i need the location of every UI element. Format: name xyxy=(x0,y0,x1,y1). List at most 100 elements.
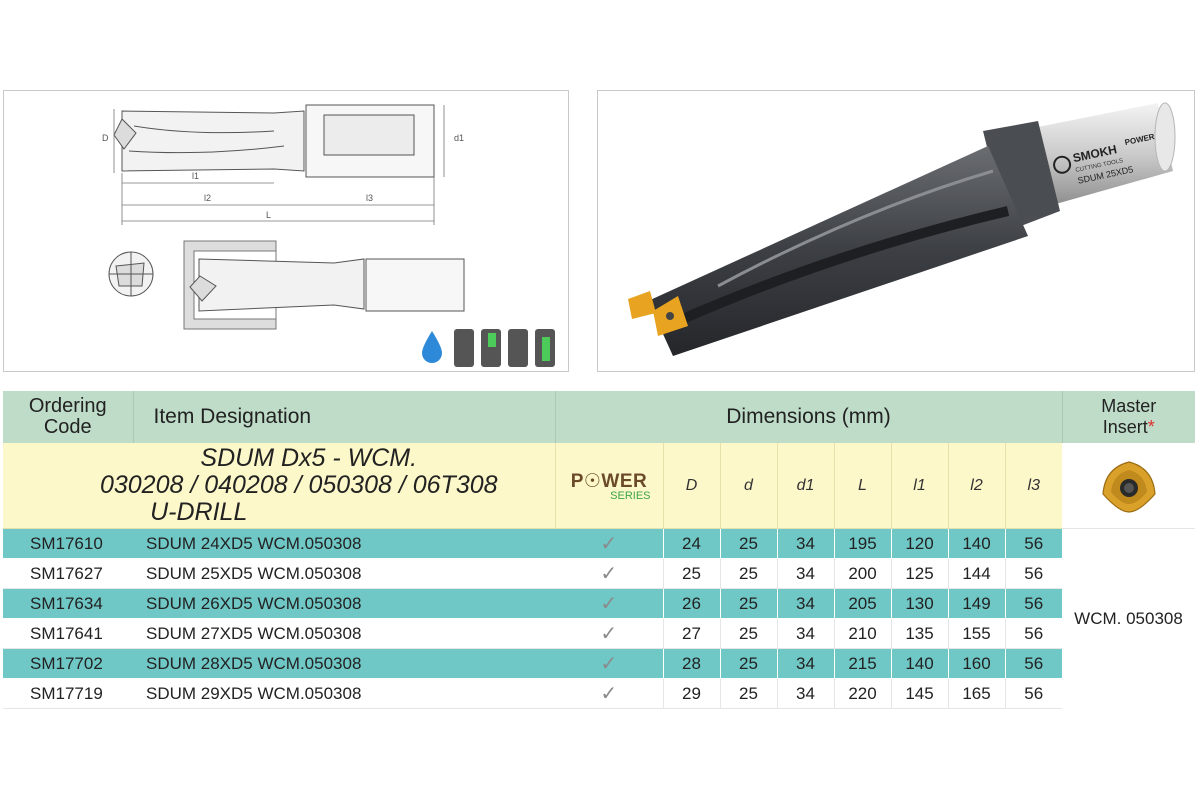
cell-designation: SDUM 25XD5 WCM.050308 xyxy=(133,558,555,589)
cell-L: 210 xyxy=(833,618,891,649)
col-header-d: d xyxy=(719,443,777,529)
cell-L: 195 xyxy=(833,528,891,559)
table-row: SM17627 SDUM 25XD5 WCM.050308 ✓ 25 25 34… xyxy=(3,558,1195,589)
cell-l1: 130 xyxy=(890,588,948,619)
cell-D: 24 xyxy=(662,528,720,559)
cell-D: 27 xyxy=(662,618,720,649)
cell-power-check: ✓ xyxy=(555,588,663,619)
cell-power-check: ✓ xyxy=(555,528,663,559)
product-family-title: SDUM Dx5 - WCM. 030208 / 040208 / 050308… xyxy=(3,443,555,529)
insert-icon xyxy=(1101,460,1156,513)
header-ordering-code-line2: Code xyxy=(43,416,92,438)
col-header-l1: l1 xyxy=(890,443,948,529)
cell-l3: 56 xyxy=(1004,678,1063,709)
header-master-line2: Insert xyxy=(1102,417,1148,437)
cell-l2: 149 xyxy=(947,588,1005,619)
cell-D: 29 xyxy=(662,678,720,709)
cell-l2: 155 xyxy=(947,618,1005,649)
cell-l3: 56 xyxy=(1004,648,1063,679)
header-ordering-code-line1: Ordering xyxy=(28,395,107,417)
cell-l1: 120 xyxy=(890,528,948,559)
title-line-1: SDUM Dx5 - WCM. xyxy=(200,444,418,472)
table-row: SM17634 SDUM 26XD5 WCM.050308 ✓ 26 25 34… xyxy=(3,588,1195,619)
cell-l2: 140 xyxy=(947,528,1005,559)
cell-d: 25 xyxy=(719,678,777,709)
cell-l1: 135 xyxy=(890,618,948,649)
table-row: SM17610 SDUM 24XD5 WCM.050308 ✓ 24 25 34… xyxy=(3,528,1196,709)
cell-d: 25 xyxy=(719,588,777,619)
insert-icon xyxy=(628,291,688,336)
cell-power-check: ✓ xyxy=(555,648,663,679)
shank-type-icon xyxy=(454,329,555,367)
dim-label-l1: l1 xyxy=(192,171,199,181)
cell-power-check: ✓ xyxy=(555,678,663,709)
cell-L: 205 xyxy=(833,588,891,619)
cell-D: 25 xyxy=(662,558,720,589)
cell-l1: 125 xyxy=(890,558,948,589)
specification-table: Ordering Code Item Designation Dimension… xyxy=(3,391,1196,709)
cell-power-check: ✓ xyxy=(555,558,663,589)
cell-d: 25 xyxy=(719,528,777,559)
cell-d: 25 xyxy=(719,648,777,679)
dim-label-D: D xyxy=(102,133,109,143)
cell-l3: 56 xyxy=(1004,528,1063,559)
tool-shank xyxy=(1018,102,1176,209)
cell-d1: 34 xyxy=(776,588,834,619)
check-icon: ✓ xyxy=(600,653,618,675)
product-photo-panel: SMOKH CUTTING TOOLS SDUM 25XD5 POWER xyxy=(597,90,1195,372)
header-item-designation: Item Designation xyxy=(133,391,556,443)
power-logo-sub: SERIES xyxy=(610,489,651,502)
col-header-L: L xyxy=(833,443,891,529)
cell-ordering-code: SM17634 xyxy=(3,588,133,619)
dim-label-L: L xyxy=(266,210,271,220)
cell-ordering-code: SM17610 xyxy=(3,528,133,559)
dim-label-l3: l3 xyxy=(366,193,373,203)
cell-designation: SDUM 29XD5 WCM.050308 xyxy=(133,678,555,709)
technical-drawing-panel: D d1 l1 l2 l3 L xyxy=(3,90,569,372)
cell-l2: 160 xyxy=(947,648,1005,679)
cell-D: 28 xyxy=(662,648,720,679)
table-row: SM17719 SDUM 29XD5 WCM.050308 ✓ 29 25 34… xyxy=(3,678,1195,709)
product-photo: SMOKH CUTTING TOOLS SDUM 25XD5 POWER xyxy=(628,102,1176,356)
cell-power-check: ✓ xyxy=(555,618,663,649)
cell-l1: 145 xyxy=(890,678,948,709)
check-icon: ✓ xyxy=(600,623,618,645)
cell-l1: 140 xyxy=(890,648,948,679)
cell-l3: 56 xyxy=(1004,618,1063,649)
tool-body xyxy=(648,146,1028,356)
cell-L: 200 xyxy=(833,558,891,589)
cell-L: 220 xyxy=(833,678,891,709)
power-logo-main: P☉WER xyxy=(570,470,648,492)
check-icon: ✓ xyxy=(600,593,618,615)
check-icon: ✓ xyxy=(600,533,618,555)
cell-D: 26 xyxy=(662,588,720,619)
cell-d: 25 xyxy=(719,558,777,589)
cell-d1: 34 xyxy=(776,558,834,589)
cell-l2: 144 xyxy=(947,558,1005,589)
cell-ordering-code: SM17627 xyxy=(3,558,133,589)
cell-d1: 34 xyxy=(776,678,834,709)
cell-d1: 34 xyxy=(776,528,834,559)
cell-designation: SDUM 24XD5 WCM.050308 xyxy=(133,528,555,559)
technical-drawing: D d1 l1 l2 l3 L xyxy=(102,104,555,367)
check-icon: ✓ xyxy=(600,683,618,705)
cell-l2: 165 xyxy=(947,678,1005,709)
cell-d: 25 xyxy=(719,618,777,649)
col-header-l2: l2 xyxy=(947,443,1005,529)
master-insert-image xyxy=(1062,443,1196,529)
title-line-3: U-DRILL xyxy=(150,498,248,526)
cell-designation: SDUM 27XD5 WCM.050308 xyxy=(133,618,555,649)
coolant-drop-icon xyxy=(422,331,442,363)
cell-designation: SDUM 26XD5 WCM.050308 xyxy=(133,588,555,619)
table-row: SM17641 SDUM 27XD5 WCM.050308 ✓ 27 25 34… xyxy=(3,618,1195,649)
col-header-D: D xyxy=(662,443,720,529)
power-series-logo: P☉WER SERIES xyxy=(554,443,663,529)
cell-l3: 56 xyxy=(1004,588,1063,619)
dim-label-l2: l2 xyxy=(204,193,211,203)
master-star: * xyxy=(1147,417,1155,437)
title-line-2: 030208 / 040208 / 050308 / 06T308 xyxy=(99,471,498,499)
header-master-insert: Master Insert* xyxy=(1062,391,1196,443)
table-row: SM17702 SDUM 28XD5 WCM.050308 ✓ 28 25 34… xyxy=(3,648,1195,679)
header-master-line1: Master xyxy=(1101,396,1157,416)
cell-ordering-code: SM17641 xyxy=(3,618,133,649)
